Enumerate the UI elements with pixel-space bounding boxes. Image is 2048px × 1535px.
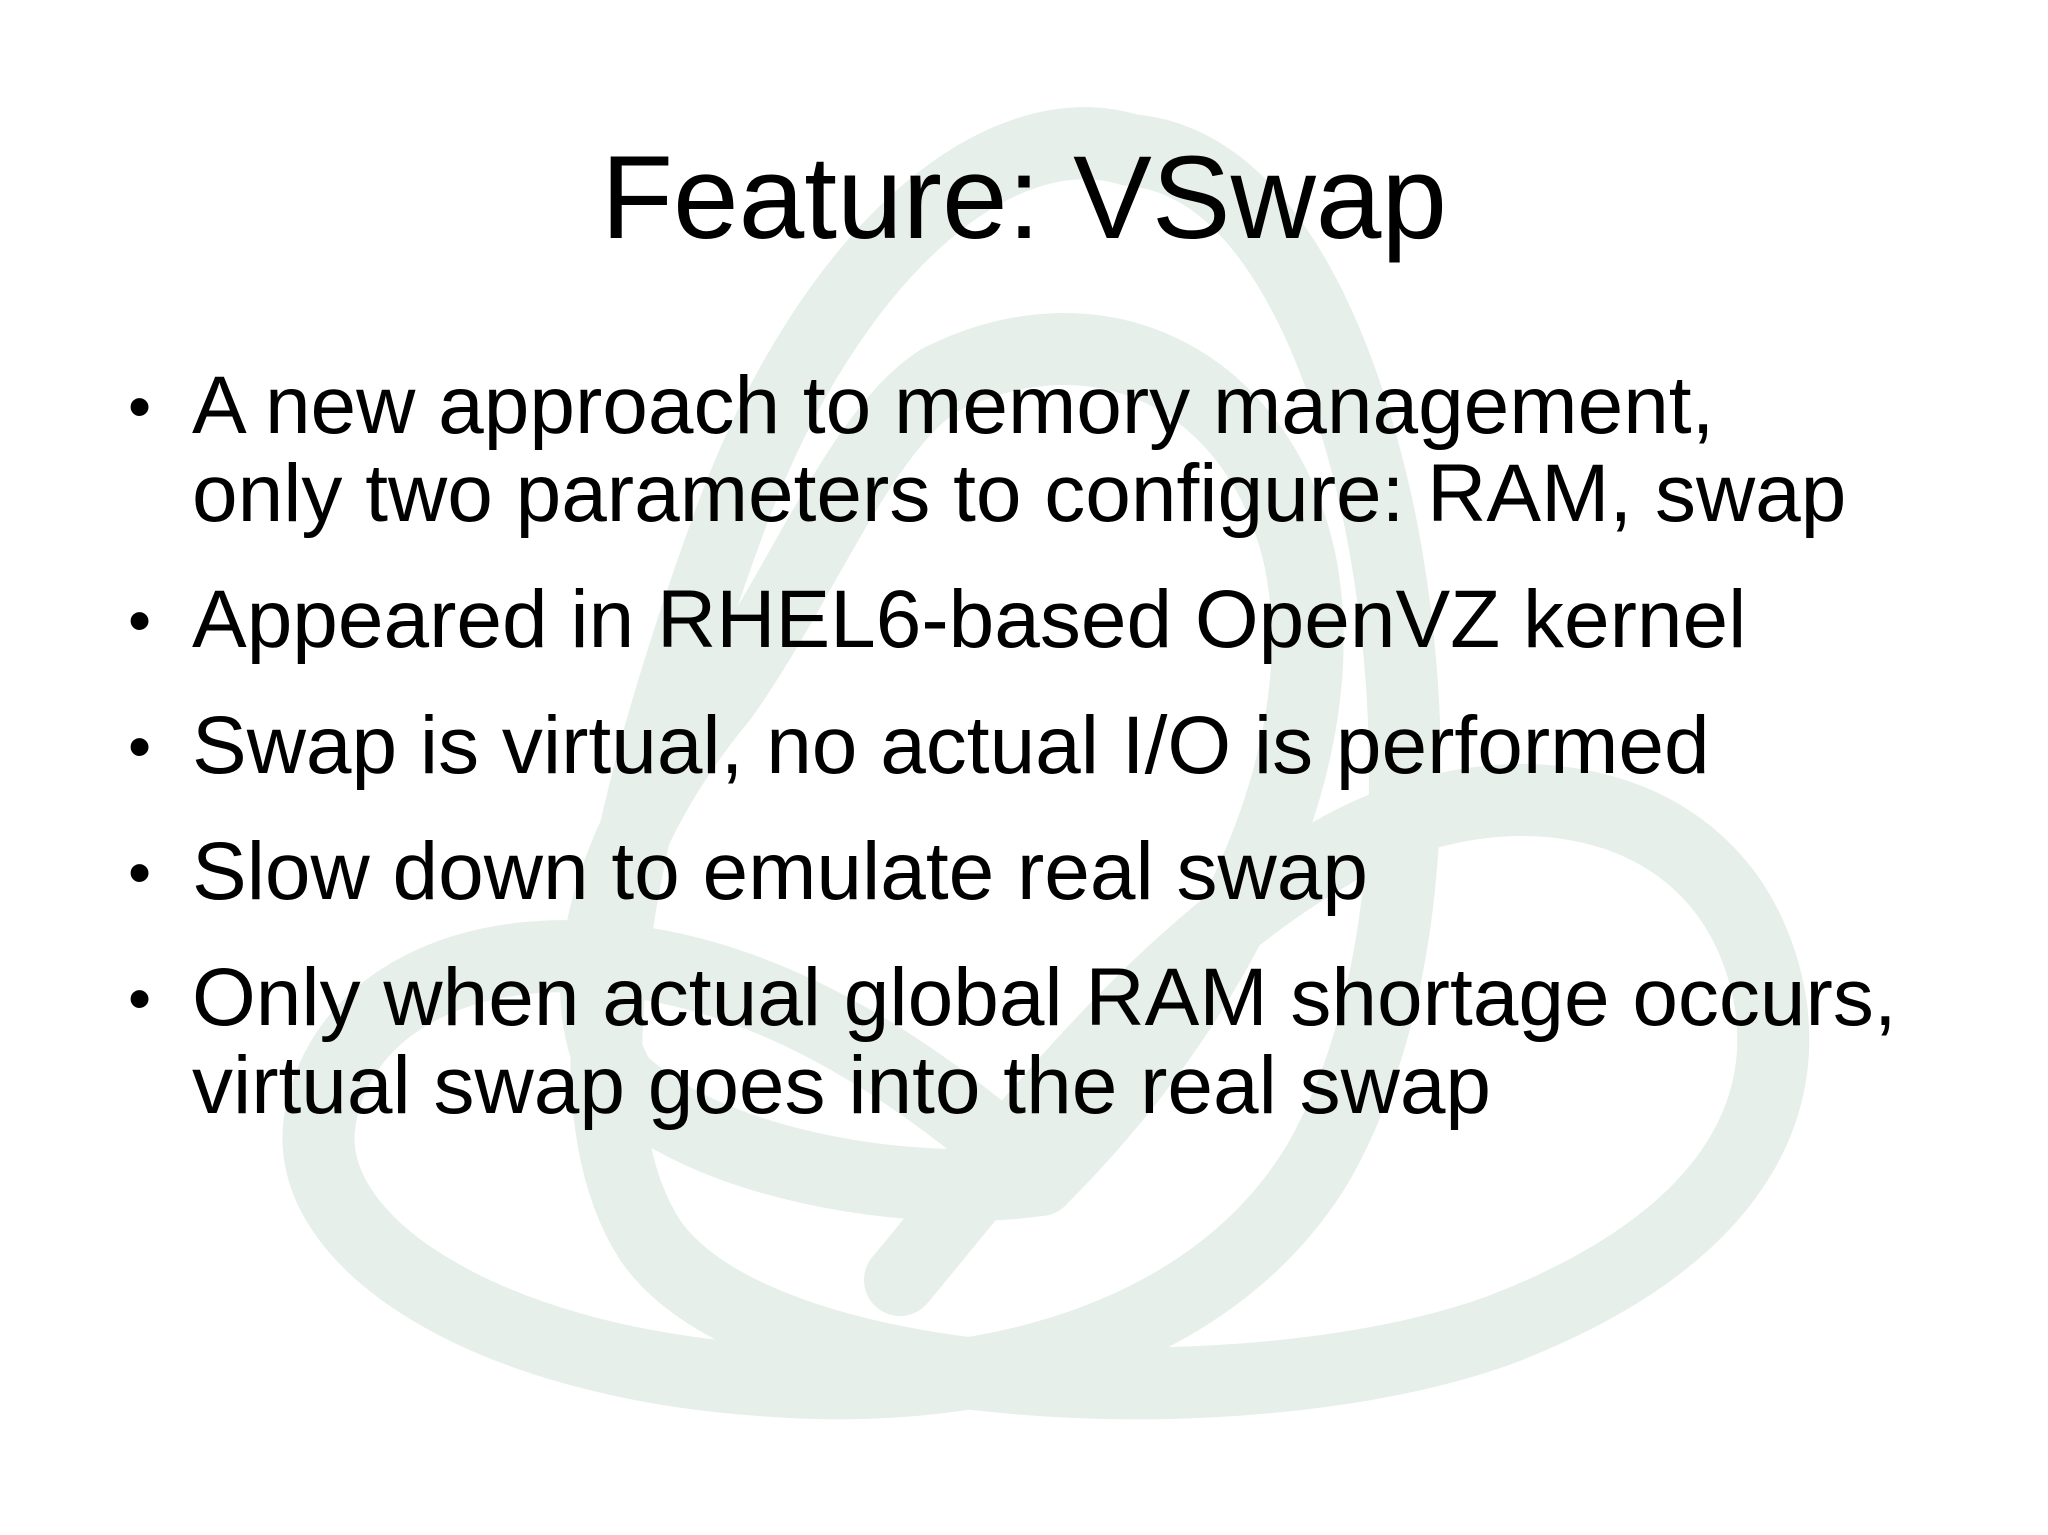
- list-item: • Appeared in RHEL6-based OpenVZ kernel: [118, 576, 1998, 664]
- list-item: • A new approach to memory management, o…: [118, 362, 1998, 538]
- page-title: Feature: VSwap: [600, 132, 1448, 264]
- bullet-text-line: A new approach to memory management,: [192, 360, 1715, 451]
- bullet-icon: •: [128, 709, 152, 783]
- bullet-text-line: virtual swap goes into the real swap: [192, 1040, 1492, 1131]
- bullet-text-line: only two parameters to configure: RAM, s…: [192, 448, 1847, 539]
- bullet-icon: •: [128, 961, 152, 1035]
- list-item: • Slow down to emulate real swap: [118, 828, 1998, 916]
- bullet-text-line: Slow down to emulate real swap: [192, 826, 1368, 917]
- bullet-icon: •: [128, 835, 152, 909]
- list-item: • Only when actual global RAM shortage o…: [118, 954, 1998, 1130]
- bullet-text-line: Swap is virtual, no actual I/O is perfor…: [192, 700, 1710, 791]
- bullet-icon: •: [128, 583, 152, 657]
- bullet-list: • A new approach to memory management, o…: [118, 362, 1998, 1168]
- bullet-text-line: Only when actual global RAM shortage occ…: [192, 952, 1897, 1043]
- bullet-icon: •: [128, 369, 152, 443]
- list-item: • Swap is virtual, no actual I/O is perf…: [118, 702, 1998, 790]
- bullet-text-line: Appeared in RHEL6-based OpenVZ kernel: [192, 574, 1747, 665]
